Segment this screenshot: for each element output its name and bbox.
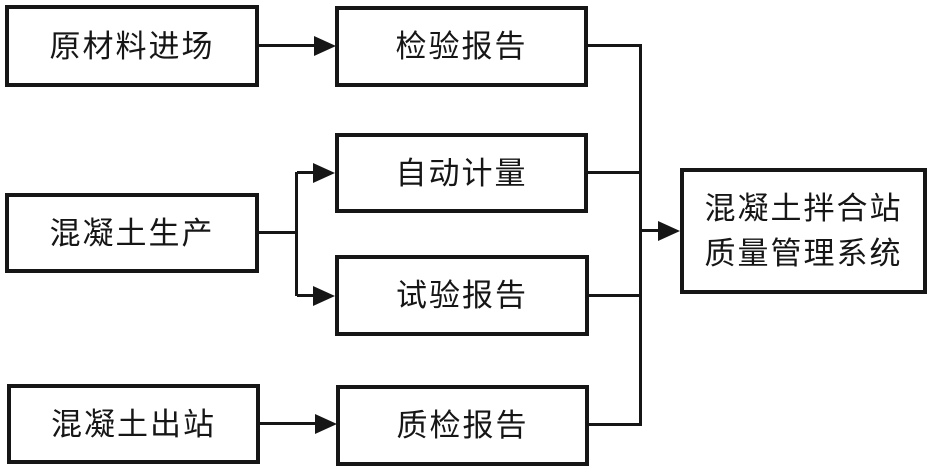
connector-collector-to-system-line (641, 229, 661, 232)
node-label: 混凝土拌合站 质量管理系统 (705, 186, 903, 276)
node-label: 自动计量 (395, 155, 528, 191)
node-label: 原材料进场 (49, 28, 215, 64)
node-raw-material-entry: 原材料进场 (5, 5, 259, 87)
connector-production-stub-line (258, 231, 298, 234)
connector-metering-to-collector-line (586, 171, 642, 174)
node-automatic-metering: 自动计量 (335, 133, 588, 213)
connector-collector-vertical-line (639, 44, 642, 426)
connector-test-to-collector-line (587, 294, 642, 297)
node-concrete-outbound: 混凝土出站 (7, 384, 260, 464)
node-quality-management-system: 混凝土拌合站 质量管理系统 (680, 168, 927, 294)
connector-outbound-to-quality-line (259, 422, 317, 425)
node-label: 混凝土出站 (51, 406, 216, 442)
node-label: 试验报告 (396, 278, 528, 313)
arrowhead-split-to-metering-icon (313, 163, 335, 183)
node-test-report: 试验报告 (335, 255, 589, 336)
arrowhead-collector-to-system-icon (658, 221, 680, 241)
connector-quality-to-collector-line (587, 423, 642, 426)
node-concrete-production: 混凝土生产 (5, 193, 259, 273)
node-label-line2: 质量管理系统 (704, 236, 903, 271)
connector-production-split-vertical-line (295, 172, 298, 296)
arrowhead-raw-to-inspection-icon (314, 36, 336, 56)
node-label: 质检报告 (396, 408, 529, 443)
arrowhead-split-to-test-icon (313, 286, 335, 306)
connector-split-to-metering-line (297, 171, 317, 174)
connector-raw-to-inspection-line (258, 44, 316, 47)
connector-split-to-test-line (297, 294, 317, 297)
connector-inspection-to-collector-line (586, 44, 642, 47)
node-quality-inspection-report: 质检报告 (336, 385, 589, 466)
node-label: 检验报告 (395, 29, 528, 64)
node-label-line1: 混凝土拌合站 (704, 191, 903, 226)
arrowhead-outbound-to-quality-icon (315, 414, 337, 434)
node-inspection-report: 检验报告 (335, 6, 588, 87)
node-label: 混凝土生产 (49, 215, 215, 251)
